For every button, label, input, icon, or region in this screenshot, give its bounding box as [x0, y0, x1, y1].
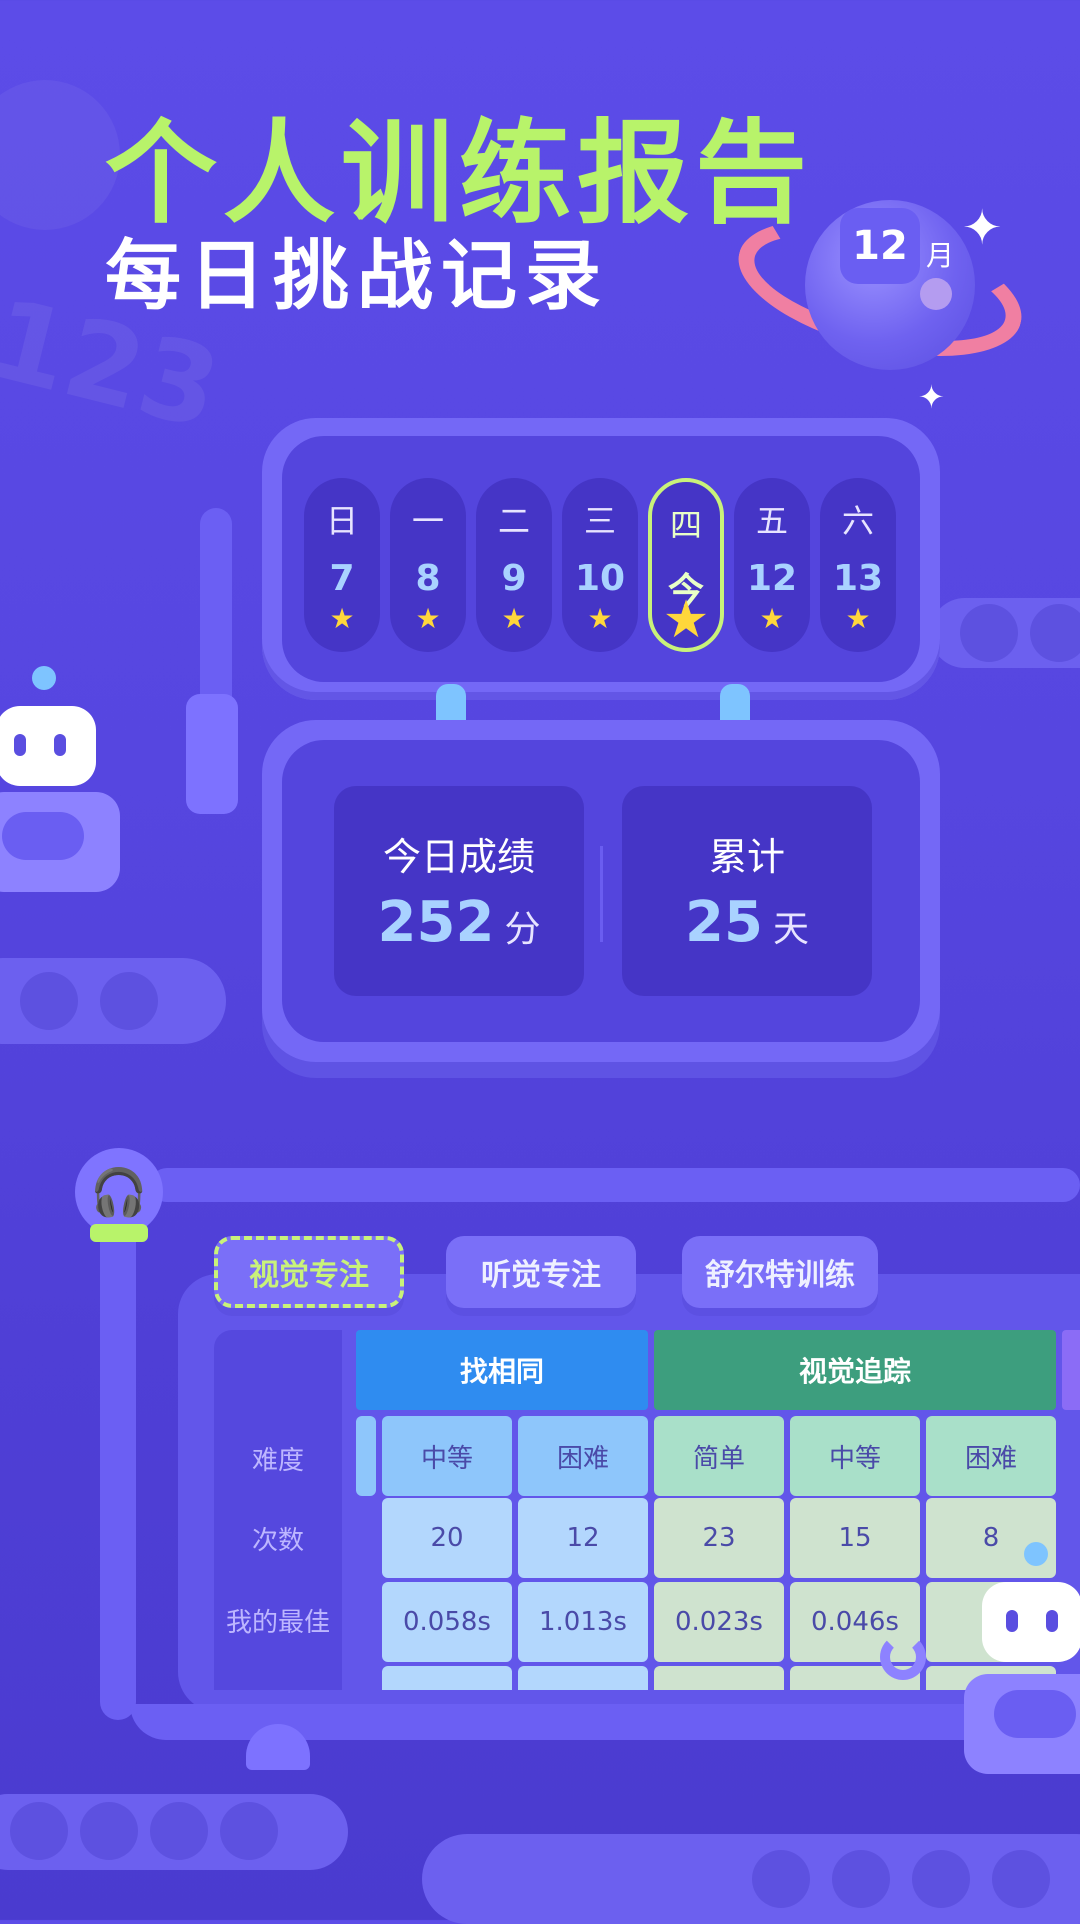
tread-bottom-right: [422, 1834, 1080, 1924]
table-cell: 中等: [790, 1416, 920, 1496]
day-number: 12: [746, 558, 798, 599]
table-cell: 1.013s: [518, 1582, 648, 1662]
total-days-unit: 天: [772, 909, 809, 950]
row-label-count: 次数: [251, 1526, 304, 1556]
table-cell: [356, 1416, 376, 1496]
table-cell: 0.058s: [382, 1582, 512, 1662]
day-number: 今: [667, 571, 704, 612]
pipe-clip: [186, 694, 238, 814]
day-number: 9: [501, 558, 527, 599]
planet-dot: [920, 278, 952, 310]
dome-button: [246, 1724, 310, 1770]
tab-2[interactable]: 舒尔特训练: [682, 1236, 878, 1308]
day-name: 一: [411, 502, 444, 540]
calendar-day[interactable]: 二 9★: [476, 478, 552, 652]
table-cell: 简单: [654, 1416, 784, 1496]
star-icon: ★: [501, 602, 527, 635]
page-subtitle: 每日挑战记录: [105, 231, 609, 320]
table-cell: 20: [382, 1498, 512, 1578]
table-cell: 15: [790, 1498, 920, 1578]
tread-bottom-left: [0, 1794, 348, 1870]
star-icon: ★: [759, 602, 785, 635]
tab-1[interactable]: 听觉专注: [446, 1236, 636, 1308]
month-value: 12: [840, 208, 920, 284]
day-number: 13: [832, 558, 884, 599]
tab-0[interactable]: 视觉专注: [214, 1236, 404, 1308]
row-label-column: 难度 次数 我的最佳: [214, 1330, 342, 1690]
robot-left-antenna: [32, 666, 56, 690]
table-cell: [382, 1666, 512, 1690]
star-icon: ★: [415, 602, 441, 635]
decorative-planet-left: [0, 80, 120, 230]
robot-right-claw: [880, 1634, 926, 1680]
day-number: 10: [574, 558, 626, 599]
calendar-day[interactable]: 一 8★: [390, 478, 466, 652]
table-cell: 困难: [926, 1416, 1056, 1496]
calendar-day[interactable]: 日 7★: [304, 478, 380, 652]
table-cell: 23: [654, 1498, 784, 1578]
table-cell: 8: [926, 1498, 1056, 1578]
day-name: 三: [583, 502, 616, 540]
table-cell: 中等: [382, 1416, 512, 1496]
star-icon: ★: [329, 602, 355, 635]
score-divider: [600, 846, 603, 942]
star-icon: ★: [662, 590, 710, 650]
pipe-horizontal: [150, 1168, 1080, 1202]
star-icon: ★: [845, 602, 871, 635]
day-name: 日: [325, 502, 358, 540]
table-cell: 12: [518, 1498, 648, 1578]
page-title: 个人训练报告: [105, 109, 813, 239]
table-cell: [518, 1666, 648, 1690]
today-score-unit: 分: [504, 909, 541, 950]
group-header: 视觉追踪: [654, 1330, 1056, 1410]
day-number: 7: [329, 558, 355, 599]
calendar-day[interactable]: 三 10★: [562, 478, 638, 652]
total-days-number: 25: [685, 890, 763, 955]
bulb-base: [90, 1224, 148, 1242]
day-name: 六: [841, 502, 874, 540]
robot-left-head: [0, 706, 96, 786]
robot-right-antenna: [1024, 1542, 1048, 1566]
tread-right-top: [930, 598, 1080, 668]
group-header: [1062, 1330, 1080, 1410]
pipe-vertical: [100, 1220, 136, 1720]
star-icon: ★: [587, 602, 613, 635]
calendar-day[interactable]: 四今★: [648, 478, 724, 652]
headphones-icon: 🎧: [75, 1148, 163, 1236]
today-score-label: 今日成绩: [382, 835, 535, 879]
day-number: 8: [415, 558, 441, 599]
month-unit: 月: [926, 239, 955, 272]
tread-left: [0, 958, 226, 1044]
calendar-day[interactable]: 五 12★: [734, 478, 810, 652]
calendar-day[interactable]: 六 13★: [820, 478, 896, 652]
table-cell: 困难: [518, 1416, 648, 1496]
robot-right-head: [982, 1582, 1080, 1662]
sparkle-icon: ✦: [962, 200, 1003, 256]
sparkle-small-icon: ✦: [918, 378, 945, 416]
today-score-number: 252: [377, 890, 495, 955]
table-cell: [654, 1666, 784, 1690]
robot-left-panel: [2, 812, 84, 860]
robot-right-panel: [994, 1690, 1076, 1738]
row-label-difficulty: 难度: [251, 1446, 304, 1476]
group-header: 找相同: [356, 1330, 648, 1410]
table-cell: 0.023s: [654, 1582, 784, 1662]
total-days-label: 累计: [708, 835, 785, 879]
day-name: 五: [755, 502, 788, 540]
day-name: 四: [669, 506, 702, 544]
day-name: 二: [497, 502, 530, 540]
row-label-best: 我的最佳: [225, 1608, 330, 1638]
